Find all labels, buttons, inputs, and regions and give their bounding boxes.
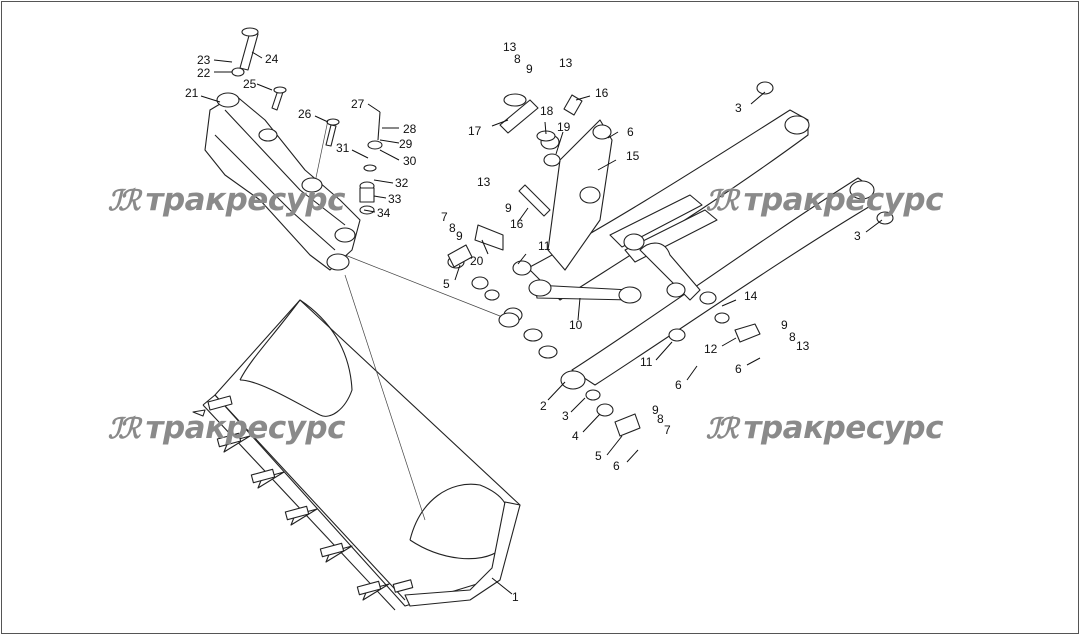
callout-9: 9: [505, 201, 512, 215]
callout-11: 11: [538, 239, 551, 253]
callout-14: 14: [744, 289, 758, 303]
callout-19: 19: [557, 120, 571, 134]
callout-5: 5: [595, 449, 602, 463]
links-and-pins: [447, 81, 894, 437]
callout-21: 21: [185, 86, 199, 100]
callout-17: 17: [468, 124, 482, 138]
watermark-text: тракресурс: [145, 410, 346, 446]
callout-22: 22: [197, 66, 211, 80]
watermark-brand-icon: ℐℛ: [108, 411, 140, 445]
callout-30: 30: [403, 154, 417, 168]
callout-28: 28: [403, 122, 417, 136]
watermark-logo: ℐℛ тракресурс: [706, 410, 943, 446]
callout-7: 7: [664, 423, 671, 437]
callout-32: 32: [395, 176, 409, 190]
quick-coupler: [204, 27, 383, 271]
callout-labels: 1 2 3 3 3 4 5 5 6 6 6 6 7 7 8 8 8 8 9 9 …: [185, 40, 861, 604]
watermark-brand-icon: ℐℛ: [108, 183, 140, 217]
callout-1: 1: [512, 590, 519, 604]
callout-13: 13: [559, 56, 573, 70]
watermark-brand-icon: ℐℛ: [706, 411, 738, 445]
callout-8: 8: [449, 221, 456, 235]
watermark-text: тракресурс: [743, 182, 944, 218]
callout-34: 34: [377, 206, 391, 220]
callout-6: 6: [613, 459, 620, 473]
callout-33: 33: [388, 192, 402, 206]
callout-25: 25: [243, 77, 257, 91]
callout-13: 13: [503, 40, 517, 54]
callout-6: 6: [627, 125, 634, 139]
bucket: [192, 299, 521, 611]
callout-3: 3: [562, 409, 569, 423]
callout-4: 4: [572, 429, 579, 443]
callout-3: 3: [735, 101, 742, 115]
watermark-text: тракресурс: [743, 410, 944, 446]
callout-15: 15: [626, 149, 640, 163]
callout-24: 24: [265, 52, 279, 66]
callout-2: 2: [540, 399, 547, 413]
callout-13: 13: [477, 175, 491, 189]
watermark-logo: ℐℛ тракресурс: [108, 410, 345, 446]
callout-6: 6: [735, 362, 742, 376]
watermark-logo: ℐℛ тракресурс: [108, 182, 345, 218]
callout-27: 27: [351, 97, 365, 111]
callout-20: 20: [470, 254, 484, 268]
callout-29: 29: [399, 137, 413, 151]
callout-9: 9: [456, 229, 463, 243]
callout-11: 11: [640, 355, 653, 369]
callout-3: 3: [854, 229, 861, 243]
bell-crank: [547, 119, 613, 271]
watermark-brand-icon: ℐℛ: [706, 183, 738, 217]
callout-16: 16: [510, 217, 524, 231]
callout-16: 16: [595, 86, 609, 100]
callout-5: 5: [443, 277, 450, 291]
callout-13: 13: [796, 339, 810, 353]
callout-12: 12: [704, 342, 718, 356]
callout-26: 26: [298, 107, 312, 121]
callout-7: 7: [441, 210, 448, 224]
callout-8: 8: [657, 412, 664, 426]
callout-10: 10: [569, 318, 583, 332]
callout-6: 6: [675, 378, 682, 392]
callout-9: 9: [781, 318, 788, 332]
callout-9: 9: [652, 403, 659, 417]
callout-18: 18: [540, 104, 554, 118]
watermark-text: тракресурс: [145, 182, 346, 218]
callout-9: 9: [526, 62, 533, 76]
callout-31: 31: [336, 141, 350, 155]
callout-leaders: [200, 51, 883, 595]
boom-arms: [527, 109, 875, 390]
callout-8: 8: [514, 52, 521, 66]
watermark-logo: ℐℛ тракресурс: [706, 182, 943, 218]
callout-8: 8: [789, 330, 796, 344]
callout-23: 23: [197, 53, 211, 67]
